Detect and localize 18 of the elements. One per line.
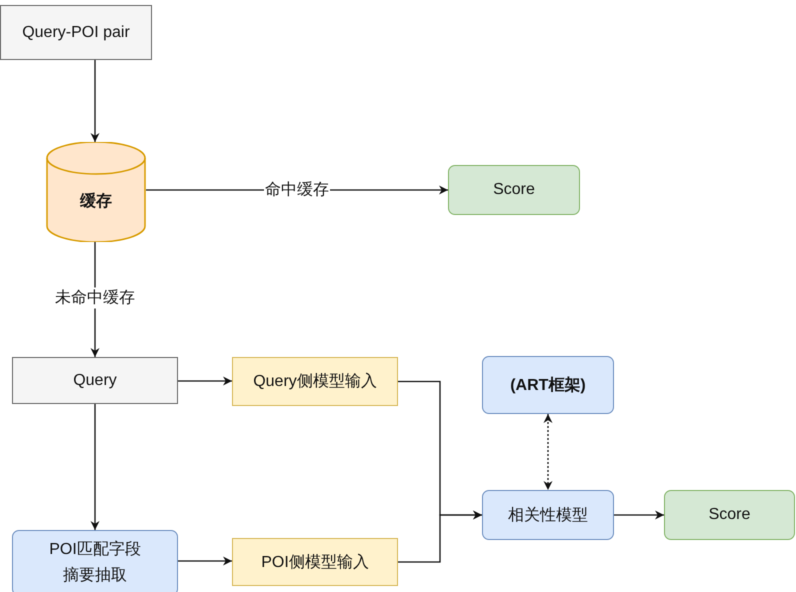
arrow — [90, 60, 100, 142]
arrow — [398, 510, 482, 563]
arrow — [614, 510, 664, 520]
process-box: POI匹配字段摘要抽取 — [12, 530, 178, 592]
process-box: Query — [12, 357, 178, 404]
arrow — [90, 404, 100, 530]
output-box: Score — [664, 490, 795, 540]
cache-cylinder: 缓存 — [46, 142, 146, 242]
arrow — [178, 556, 232, 566]
process-box: Query侧模型输入 — [232, 357, 398, 406]
process-box: 相关性模型 — [482, 490, 614, 540]
process-box: POI侧模型输入 — [232, 538, 398, 586]
edge-label: 未命中缓存 — [54, 288, 136, 308]
process-box: (ART框架) — [482, 356, 614, 414]
arrow — [178, 376, 232, 386]
arrow — [544, 414, 552, 490]
output-box: Score — [448, 165, 580, 215]
process-box: Query-POI pair — [0, 5, 152, 60]
